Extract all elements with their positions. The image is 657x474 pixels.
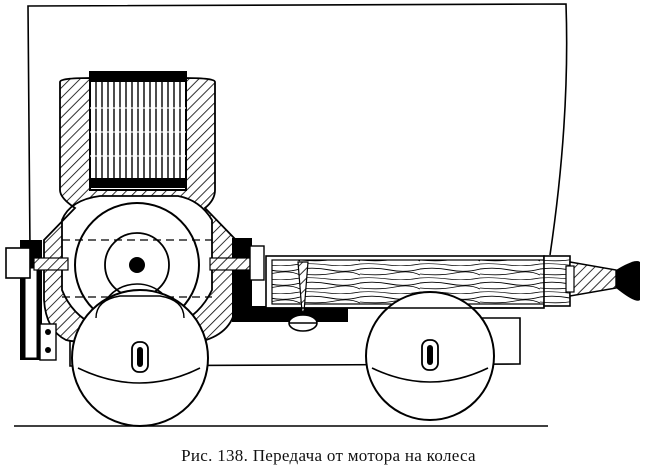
motor-shaft	[129, 257, 145, 273]
rear-wheel	[365, 291, 495, 421]
motor-windings	[89, 71, 187, 191]
figure-caption: Рис. 138. Передача от мотора на колеса	[181, 446, 476, 465]
right-bracket-stud	[249, 245, 265, 281]
left-bolt	[33, 257, 69, 271]
car-body-outline	[27, 3, 568, 256]
screw	[297, 261, 309, 313]
chassis-frame	[69, 317, 521, 367]
front-buffer	[565, 261, 640, 301]
front-wheel	[71, 289, 209, 427]
right-l-bracket	[232, 238, 348, 322]
motor-housing	[43, 77, 237, 343]
